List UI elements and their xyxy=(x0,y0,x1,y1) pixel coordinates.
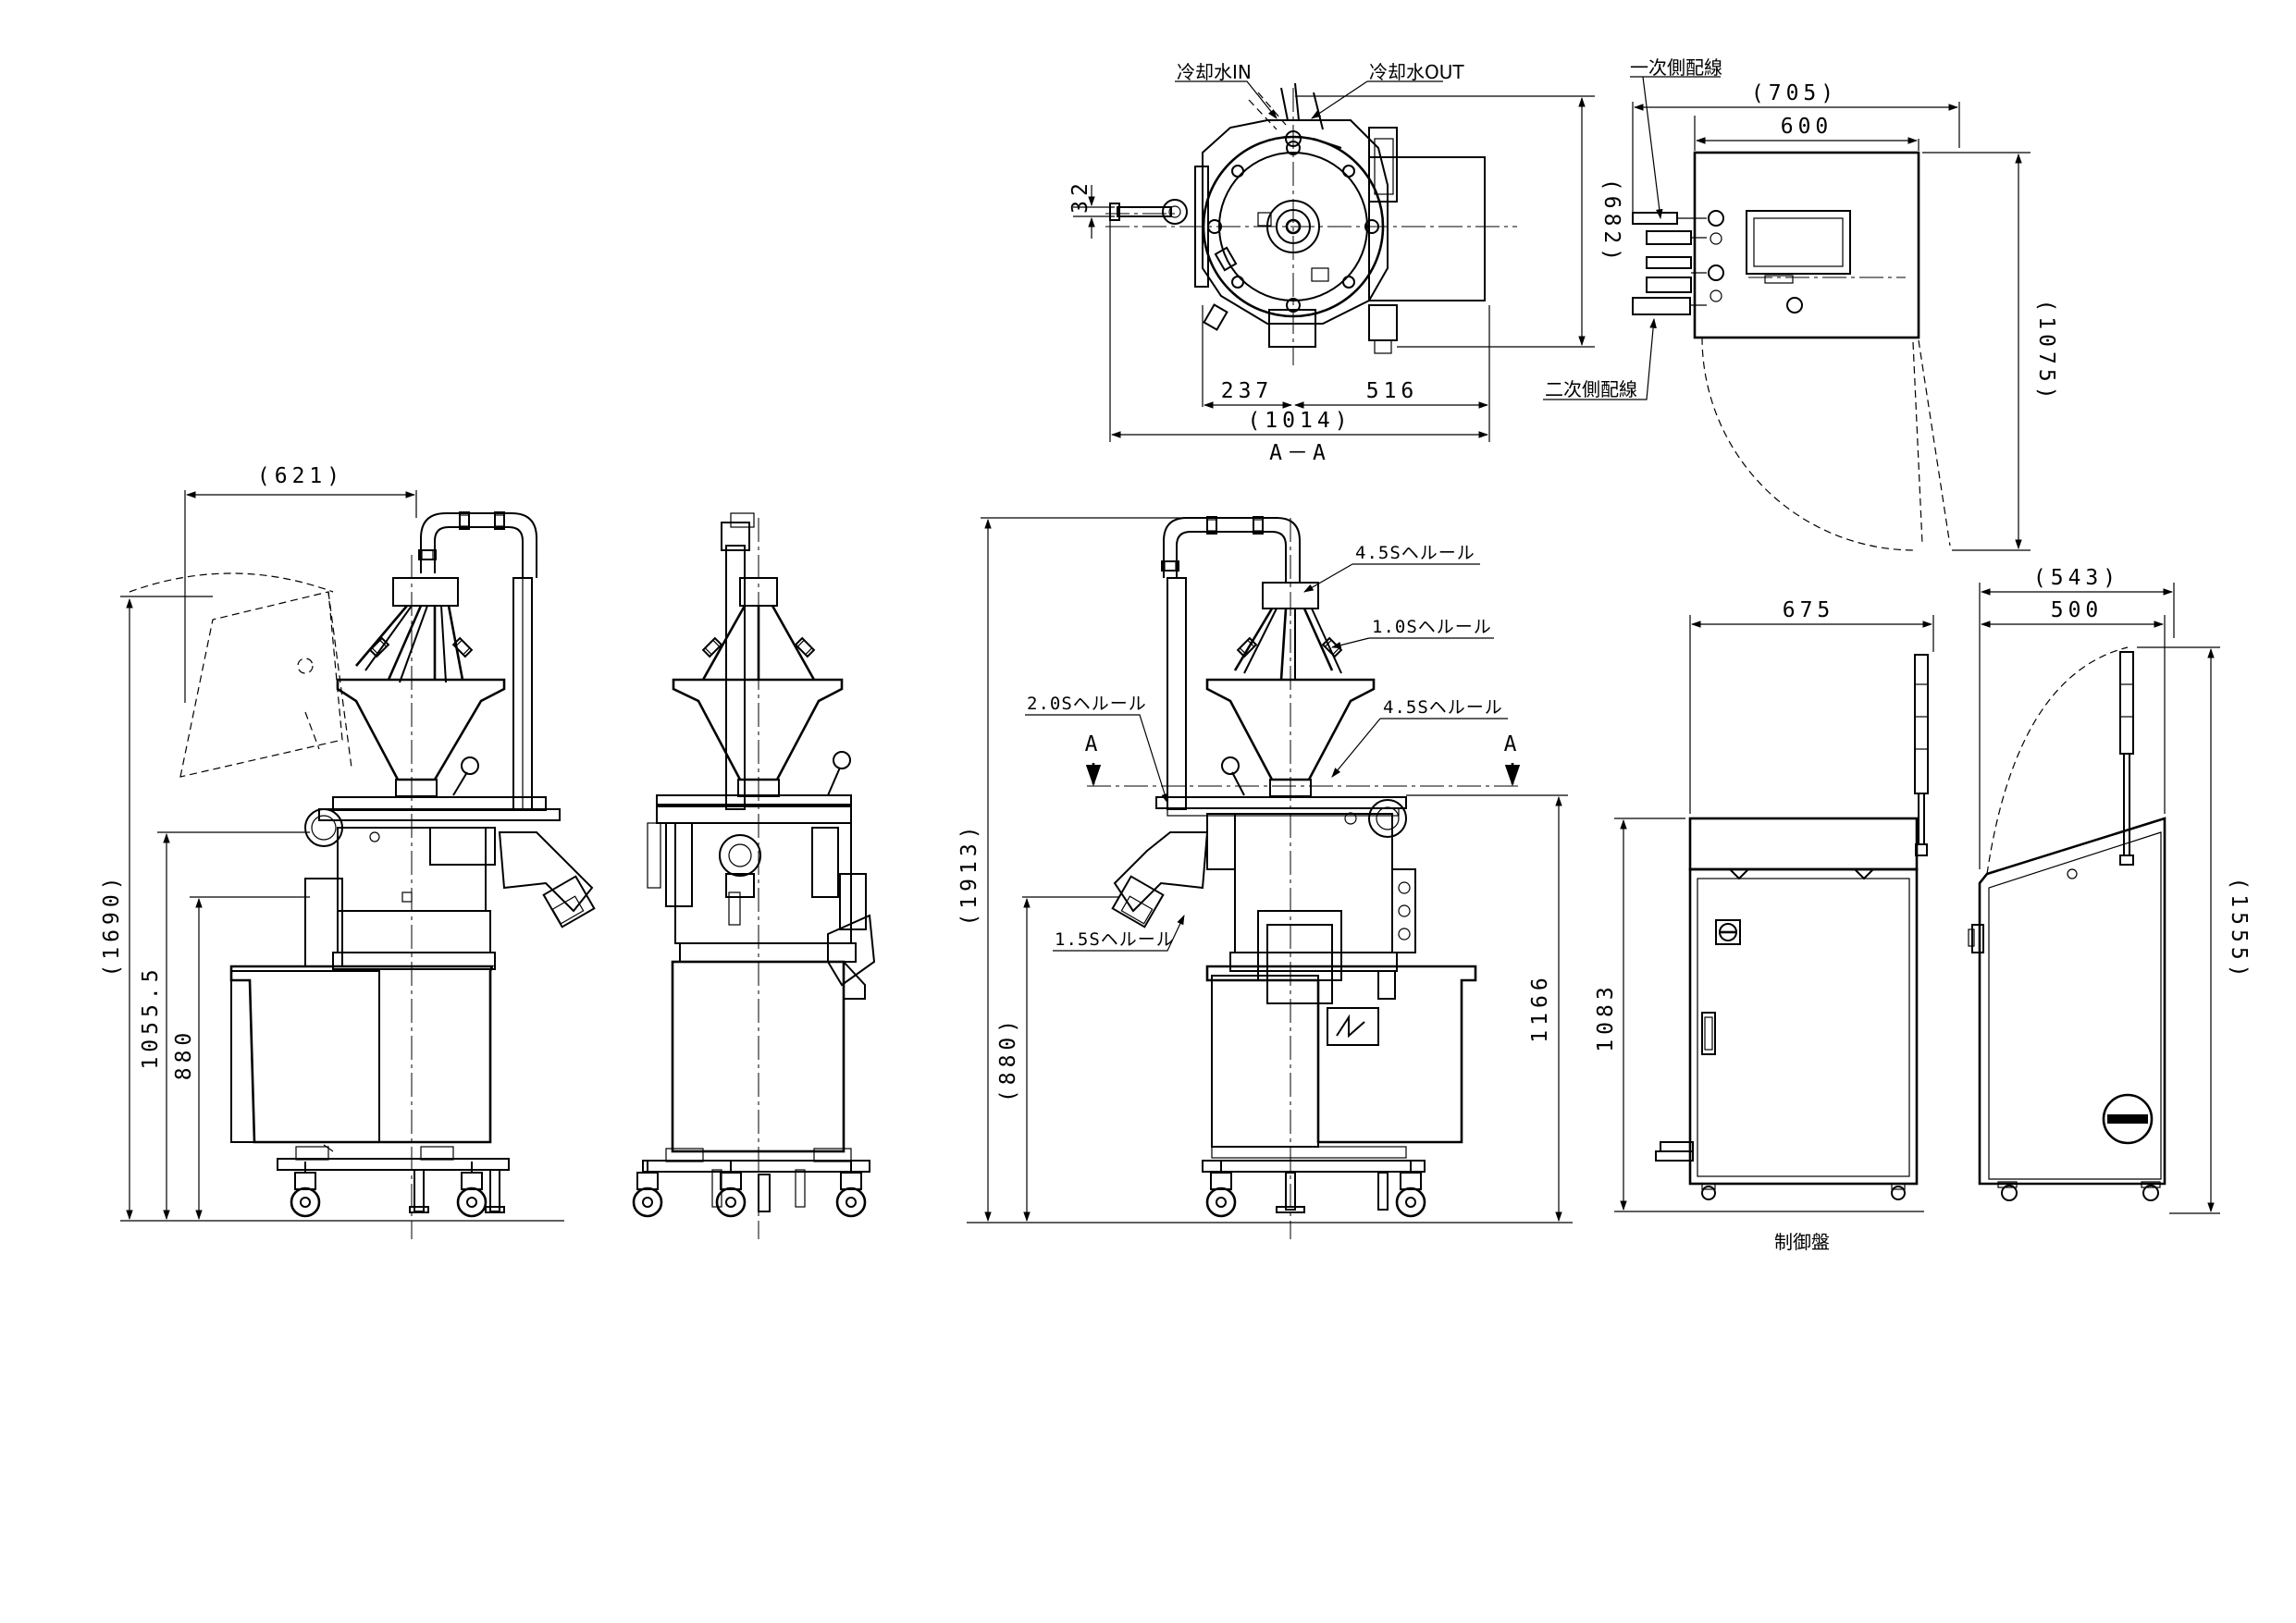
section-mark-right: A xyxy=(1504,732,1522,756)
dim-543: (543) xyxy=(2033,566,2120,590)
dim-1075: (1075) xyxy=(2034,299,2058,403)
cooling-water-out-label: 冷却水OUT xyxy=(1369,61,1464,83)
top-view-section-a-a: 冷却水IN 冷却水OUT 32 (682) 237 516 (1014) A－A xyxy=(1068,61,1623,465)
lower-cabinet-front xyxy=(1205,965,1477,1144)
dim-1055-5: 1055.5 xyxy=(139,965,163,1069)
control-panel-side-view: (543) 500 (1555) xyxy=(1968,566,2251,1214)
dim-621: (621) xyxy=(257,464,344,488)
dim-880-front: (880) xyxy=(996,1015,1020,1102)
hopper-rear xyxy=(672,678,844,781)
dim-705: (705) xyxy=(1751,81,1838,105)
dim-500: 500 xyxy=(2051,598,2104,622)
ferrule-1-0s-label: 1.0Sヘルール xyxy=(1372,617,1492,637)
dim-32: 32 xyxy=(1068,178,1092,214)
dim-516: 516 xyxy=(1366,379,1419,403)
main-switch-icon xyxy=(1715,919,1741,945)
section-title-a-a: A－A xyxy=(1269,441,1330,465)
tilted-hopper-phantom xyxy=(179,591,343,778)
dim-1690: (1690) xyxy=(100,872,124,977)
door-swing-arc xyxy=(1701,337,1916,551)
fan-vent-icon xyxy=(2102,1093,2154,1145)
left-side-view: (621) (1690) 1055.5 880 xyxy=(100,464,596,1239)
dim-1555: (1555) xyxy=(2227,877,2251,981)
control-panel-cabinet xyxy=(1688,867,1919,1186)
secondary-wiring-label: 二次側配線 xyxy=(1545,378,1637,400)
hopper-left xyxy=(336,678,506,781)
control-panel-front-view: 675 1083 制御盤 xyxy=(1594,598,1934,1253)
dim-237: 237 xyxy=(1221,379,1274,403)
control-panel-side-outline xyxy=(1978,817,2166,1186)
section-mark-left: A xyxy=(1085,732,1103,756)
dim-1083: 1083 xyxy=(1594,982,1618,1051)
signal-tower xyxy=(1914,654,1929,794)
ferrule-2-0s-label: 2.0Sヘルール xyxy=(1027,694,1147,714)
front-view: 4.5Sヘルール 1.0Sヘルール 2.0Sヘルール 4.5Sヘルール 1.5S… xyxy=(957,516,1573,1239)
ferrule-4-5s-hopper-label: 4.5Sヘルール xyxy=(1383,697,1503,718)
door-handle-icon xyxy=(1701,1012,1716,1055)
primary-wiring-label: 一次側配線 xyxy=(1630,56,1722,79)
dim-1014: (1014) xyxy=(1247,409,1352,433)
lower-cabinet-left xyxy=(229,965,494,1144)
dim-1913: (1913) xyxy=(957,821,981,926)
dim-682: (682) xyxy=(1599,178,1623,265)
dim-675: 675 xyxy=(1783,598,1835,622)
cooling-water-in-label: 冷却水IN xyxy=(1177,61,1252,83)
dim-600: 600 xyxy=(1781,115,1833,139)
ferrule-1-5s-label: 1.5Sヘルール xyxy=(1055,929,1175,950)
dim-1166: 1166 xyxy=(1528,973,1552,1042)
control-panel-caption: 制御盤 xyxy=(1774,1231,1830,1253)
panel-plan-outline xyxy=(1693,151,1920,339)
panel-top-view: 一次側配線 二次側配線 (705) 600 (1075) xyxy=(1543,56,2058,551)
rear-view xyxy=(632,512,876,1239)
ferrule-4-5s-top-label: 4.5Sヘルール xyxy=(1355,543,1475,563)
dim-880: 880 xyxy=(172,1028,196,1081)
